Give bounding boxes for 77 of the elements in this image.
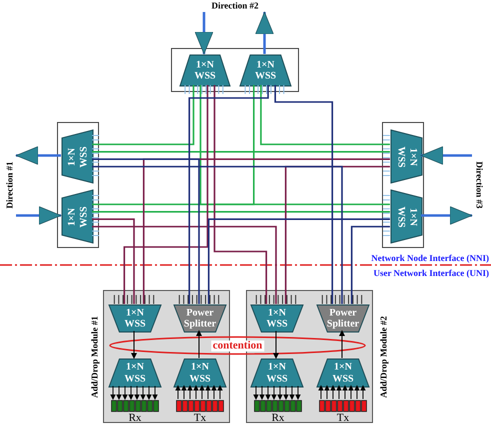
- wss-label: 1×N WSS: [66, 146, 89, 168]
- fiber-line: [92, 218, 135, 304]
- module-title: Add/Drop Module #1: [90, 316, 100, 398]
- fiber-line: [260, 85, 390, 146]
- wss-block: [317, 359, 369, 387]
- transceiver-array: [254, 400, 302, 424]
- direction-label: Direction #1: [5, 161, 14, 209]
- wss-label: 1×N WSS: [332, 362, 354, 384]
- signal-arrows: [318, 385, 366, 400]
- port-label: Tx: [194, 413, 206, 424]
- wss-label: 1×N WSS: [254, 59, 276, 82]
- arrow: [339, 330, 345, 358]
- direction-arrow-line: [194, 12, 214, 54]
- wss-label: 1×N WSS: [266, 307, 288, 330]
- fiber-line: [92, 85, 255, 206]
- transceiver-array: [111, 400, 159, 424]
- wss-label: 1×N WSS: [66, 206, 89, 228]
- wss-block: [251, 359, 303, 387]
- port-label: Rx: [272, 413, 284, 424]
- interface-label: User Network Interface (UNI): [373, 269, 489, 278]
- fiber-line: [200, 85, 390, 206]
- fiber-line: [274, 85, 334, 304]
- direction-box: [171, 48, 299, 92]
- direction-box: [57, 122, 99, 248]
- signal-arrows: [110, 386, 158, 400]
- wss-block: [62, 130, 93, 183]
- fiber-line: [350, 226, 390, 304]
- splitter-label: Power Splitter: [326, 307, 360, 330]
- wss-label: 1×N WSS: [194, 59, 216, 82]
- direction-arrow-line: [420, 146, 472, 165]
- fiber-line: [208, 218, 390, 304]
- fiber-line: [92, 150, 390, 153]
- port-label: Rx: [128, 413, 142, 424]
- power-splitter-block: [174, 305, 226, 332]
- direction-arrow-line: [16, 206, 62, 225]
- splitter-label: Power Splitter: [184, 307, 216, 330]
- signal-arrows: [176, 385, 222, 400]
- module-title: Add/Drop Module #2: [380, 316, 388, 398]
- fiber-line: [124, 85, 208, 304]
- direction-box: [382, 122, 424, 248]
- fiber-line: [188, 85, 269, 304]
- power-splitter-block: [317, 305, 369, 332]
- wss-block: [391, 190, 422, 243]
- wss-label: 1×N WSS: [395, 206, 418, 228]
- wss-block: [62, 190, 93, 243]
- wss-block: [240, 55, 291, 86]
- wss-label: 1×N WSS: [124, 307, 146, 330]
- port-label: Tx: [336, 413, 350, 424]
- direction-arrow-line: [255, 12, 274, 54]
- contention-label: contention: [210, 340, 264, 351]
- fiber-line: [92, 85, 194, 146]
- fiber-line: [92, 210, 390, 213]
- direction-label: Direction #2: [211, 2, 259, 10]
- wss-block: [180, 55, 230, 86]
- arrow: [196, 330, 202, 358]
- direction-label: Direction #3: [474, 161, 483, 209]
- wss-block: [174, 359, 226, 387]
- wss-block: [109, 305, 161, 332]
- arrow: [273, 330, 279, 359]
- direction-arrow-line: [16, 146, 61, 165]
- signal-arrows: [254, 386, 300, 400]
- arrow: [131, 330, 137, 359]
- fiber-line: [92, 158, 200, 304]
- wss-block: [391, 130, 422, 183]
- wss-label: 1×N WSS: [189, 362, 211, 384]
- transceiver-array: [319, 400, 367, 424]
- interface-label: Network Node Interface (NNI): [371, 254, 489, 263]
- fiber-line: [214, 85, 268, 304]
- transceiver-array: [176, 400, 224, 424]
- fiber-line: [92, 226, 277, 304]
- wss-block: [251, 305, 303, 332]
- wss-block: [109, 359, 161, 387]
- fiber-line: [92, 166, 343, 304]
- wss-label: 1×N WSS: [266, 362, 288, 384]
- direction-arrow-line: [421, 206, 472, 225]
- wss-label: 1×N WSS: [124, 362, 146, 384]
- wss-label: 1×N WSS: [395, 146, 418, 168]
